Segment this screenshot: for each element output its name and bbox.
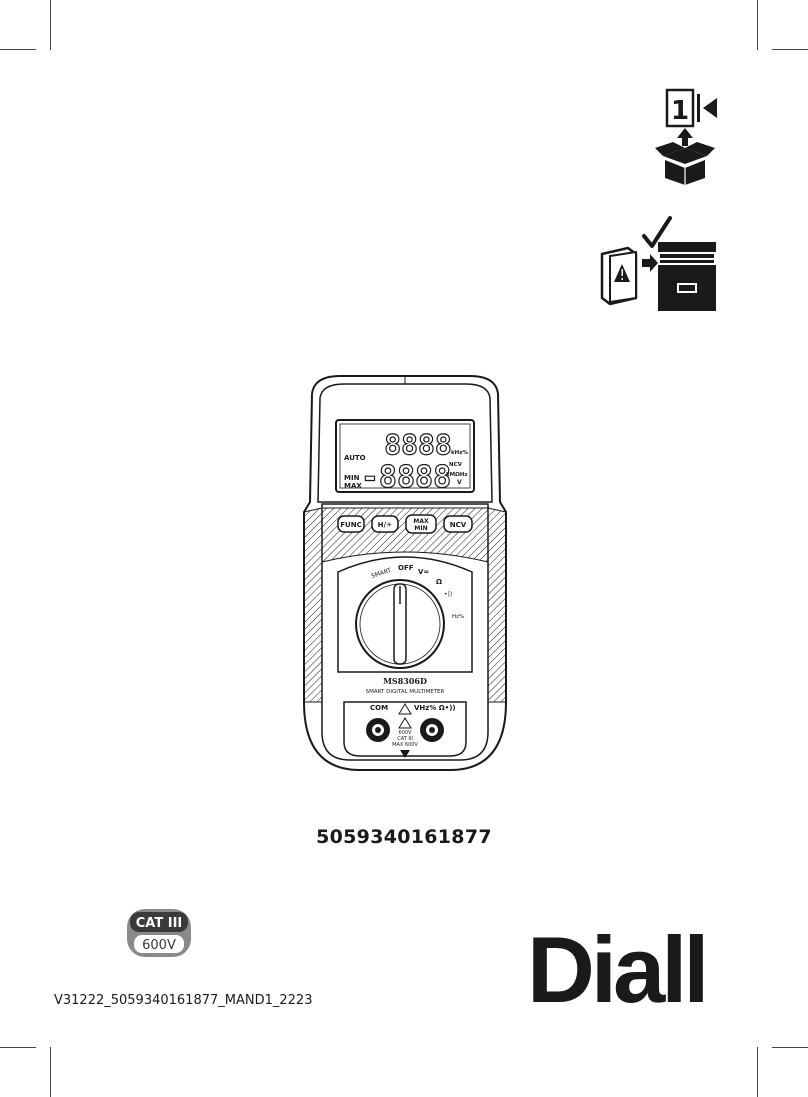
dial-v: V≂ — [418, 568, 429, 576]
jack-com-label: COM — [370, 704, 388, 712]
voltage-label: 600V — [142, 938, 176, 953]
lcd-bottom-digits: -8888 — [361, 460, 451, 495]
dial-hz: Hz% — [452, 614, 464, 620]
model-subtitle: SMART DIGITAL MULTIMETER — [366, 689, 445, 695]
dial-continuity-icon: •)) — [444, 591, 452, 598]
crop-mark — [0, 49, 36, 50]
cat-rating-badge: CAT III 600V — [127, 909, 191, 957]
unbox-step-number: 1 — [671, 96, 689, 126]
dial-pointer — [393, 583, 407, 665]
crop-mark — [772, 1047, 808, 1048]
rating-2: CAT III — [397, 736, 413, 742]
brand-name: Diall — [527, 926, 706, 1008]
keep-manual-icon — [600, 212, 716, 311]
lcd-max: MAX — [344, 482, 362, 490]
crop-mark — [772, 49, 808, 50]
ncv-label: NCV — [450, 521, 467, 529]
crop-mark — [757, 1047, 758, 1097]
diall-logo: Diall — [527, 926, 710, 1008]
lcd-min: MIN — [344, 474, 360, 482]
dial-off: OFF — [398, 564, 414, 572]
hold-label-icon: H/☀ — [378, 521, 393, 529]
unbox-step-icon: 1 — [655, 88, 717, 185]
min-label: MIN — [414, 525, 427, 532]
model-name: MS8306D — [383, 676, 427, 686]
crop-mark — [50, 1047, 51, 1097]
maxmin-button-illustration — [405, 514, 437, 534]
rating-1: 600V — [399, 730, 413, 736]
crop-mark — [50, 0, 51, 50]
dial-ohm: Ω — [436, 578, 442, 586]
func-label: FUNC — [340, 521, 361, 529]
lcd-auto: AUTO — [344, 454, 366, 462]
ean-number: 5059340161877 — [316, 826, 492, 848]
multimeter-illustration: 8888 -8888 AUTO MIN MAX kHz% NCV kMΩHz V… — [303, 375, 507, 771]
crop-mark — [0, 1047, 36, 1048]
max-label: MAX — [413, 518, 429, 525]
func-button-illustration — [337, 515, 365, 533]
ncv-button-illustration — [443, 515, 473, 533]
lcd-v: V — [457, 479, 462, 486]
crop-mark — [757, 0, 758, 50]
lcd-ncv: NCV — [449, 462, 463, 468]
jack-v-label: VHz% Ω•)) — [414, 704, 456, 712]
lcd-top-digits: 8888 — [384, 428, 451, 461]
cat-label: CAT III — [136, 916, 183, 931]
hold-backlight-button-illustration — [371, 515, 399, 533]
lcd-khz: kHz% — [451, 450, 468, 456]
reference-code: V31222_5059340161877_MAND1_2223 — [54, 993, 313, 1008]
rating-3: MAX 600V — [392, 742, 418, 748]
lcd-kmohz: kMΩHz — [446, 472, 468, 478]
